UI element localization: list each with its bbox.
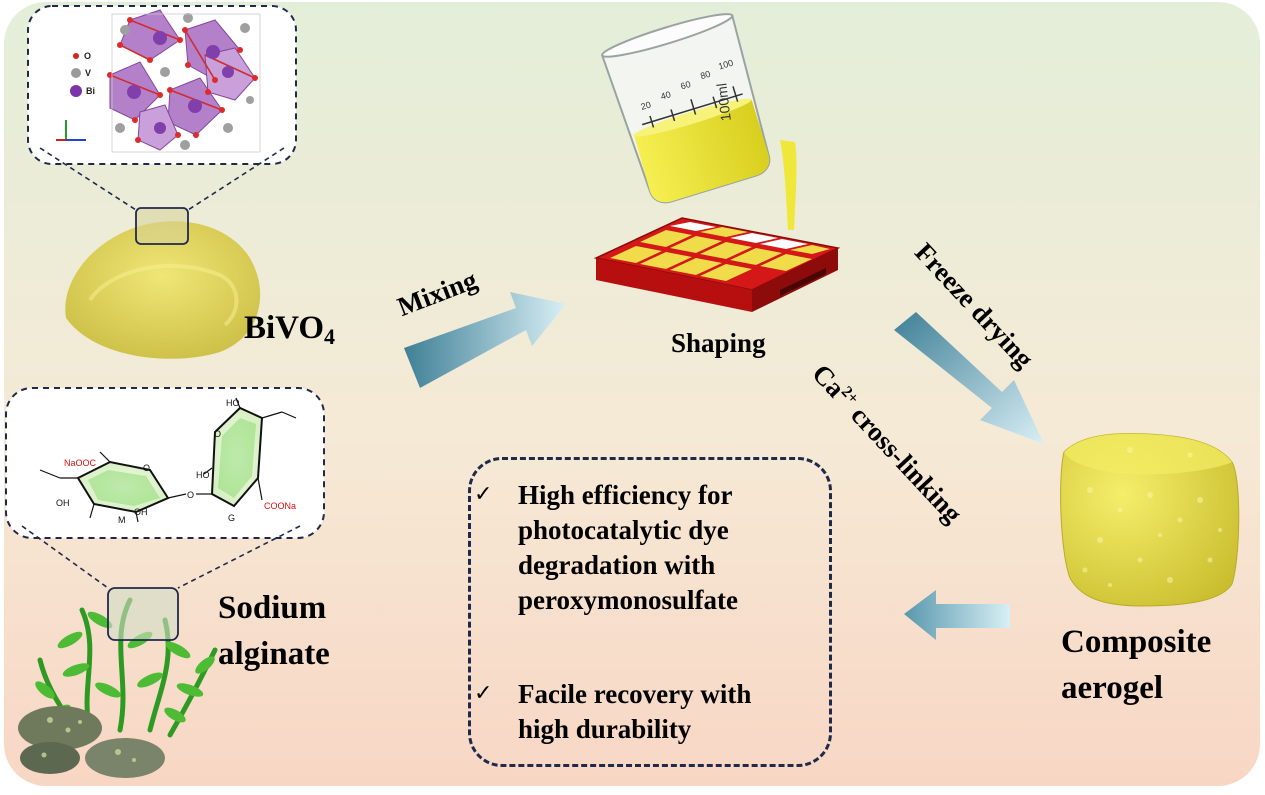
seaweed-zoom-box [107,587,179,641]
legend-bi: Bi [86,86,95,96]
bivo4-powder [65,207,261,359]
axis-triad-icon [56,120,86,141]
feature-item-2: Facile recovery with high durability [518,677,751,747]
background-panel [4,2,1260,786]
beaker-mark-100: 100 [717,58,734,72]
beaker-volume: 100ml [713,82,734,122]
monomer-g-label: G [228,513,235,523]
features-box [468,457,832,767]
naooc-label: NaOOC [64,458,97,468]
liquid-stream [780,140,797,230]
feature-2-line-1: Facile recovery with [518,679,752,709]
mold-tray [593,217,841,312]
rock-2 [85,738,165,778]
seaweed-illustration [18,587,218,778]
oh-label-2: OH [134,507,148,517]
recycle-arrow [904,590,1010,640]
beaker-mark-80: 80 [699,69,712,81]
monomer-m-label: M [118,515,126,525]
freeze-drying-arrow [894,312,1044,444]
aerogel-label: aerogel [1061,670,1164,706]
ring-o-label-1: O [143,463,150,473]
aerogel-cube [1060,433,1240,607]
oh-label-1: OH [56,498,70,508]
checkmark-icon: ✓ [474,482,493,507]
feature-1-line-1: High efficiency for [518,480,733,510]
legend-o: O [84,51,91,61]
crystal-structure-inset: O V Bi [27,5,297,165]
feature-2-line-2: high durability [518,714,692,744]
mixing-arrow [404,292,566,388]
beaker-mark-40: 40 [659,89,672,101]
vanadium-atom-icon [71,68,81,78]
ho-label-2: HO [196,470,210,480]
feature-item-1: High efficiency for photocatalytic dye d… [518,478,738,618]
alginate-label: alginate [218,636,330,672]
rock-3 [20,742,80,774]
sodium-label: Sodium [218,590,327,626]
ho-label-1: HO [226,398,240,408]
mold-cells [610,222,830,281]
feature-1-line-3: degradation with [518,550,716,580]
feature-1-line-2: photocatalytic dye [518,515,729,545]
beaker-icon: 20 40 60 80 100 100ml [600,13,797,230]
beaker-mark-20: 20 [640,99,653,111]
powder-zoom-box [135,207,189,245]
bismuth-atom-icon [70,85,82,97]
zoom-connector-right-2 [177,525,301,589]
crystal-legend: O V Bi [70,51,95,97]
ring-o-label-3: O [214,429,221,439]
zoom-connector-left [39,147,137,211]
beaker-mark-60: 60 [679,79,692,91]
coona-label: COONa [264,501,296,511]
alginate-structure-inset: NaOOC OH OH O O O HO HO COONa M G [5,387,325,539]
feature-1-line-4: peroxymonosulfate [518,585,738,615]
crystal-lattice [107,9,261,153]
zoom-connector-right [187,147,285,211]
legend-v: V [85,68,91,78]
checkmark-icon: ✓ [474,681,493,706]
ring-o-label-2: O [187,490,194,500]
rock-1 [18,706,102,750]
bivo4-subscript: 4 [324,324,336,349]
bivo4-formula: BiVO [244,310,325,346]
shaping-label: Shaping [671,328,766,358]
bivo4-label: BiVO4 [244,310,335,355]
composite-label: Composite [1061,624,1212,660]
oxygen-atom-icon [73,53,79,59]
